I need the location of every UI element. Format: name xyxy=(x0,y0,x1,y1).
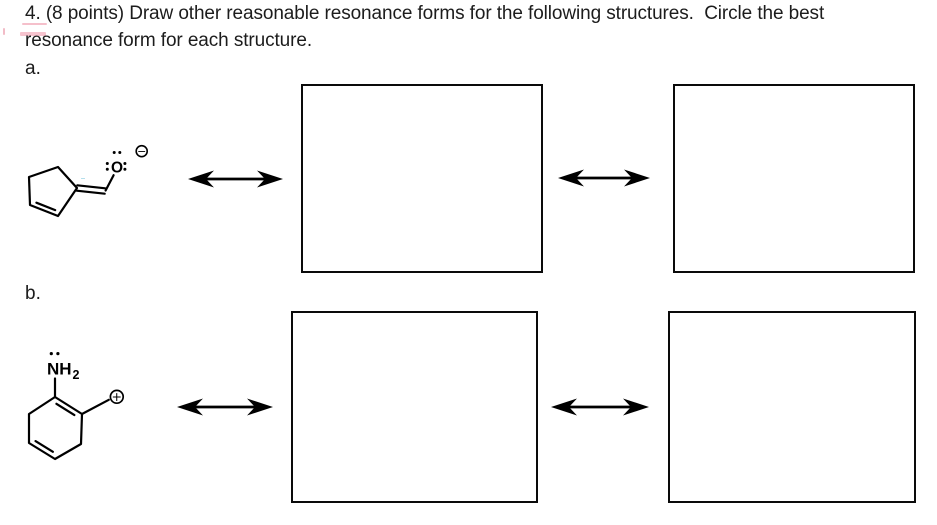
amine-group-label: NH xyxy=(47,360,72,379)
ring-a-double-bond-inner xyxy=(35,201,57,212)
amine-subscript-label: 2 xyxy=(73,368,80,382)
ring-b-hexagon xyxy=(27,395,84,461)
resonance-arrow-b-2 xyxy=(551,398,649,416)
answer-box-a-1[interactable] xyxy=(301,84,543,273)
minus-charge-label: − xyxy=(137,145,146,158)
resonance-arrow-a-1 xyxy=(188,170,283,188)
carbon-oxygen-bond xyxy=(104,174,115,192)
answer-box-b-1[interactable] xyxy=(291,311,538,503)
question-title: 4. (8 points) Draw other reasonable reso… xyxy=(25,0,824,54)
oxygen-lone-pair-dots xyxy=(105,151,127,171)
answer-box-a-2[interactable] xyxy=(673,84,915,273)
question-title-line2: resonance form for each structure. xyxy=(25,30,313,51)
ring-a-pentagon xyxy=(27,165,79,218)
resonance-arrow-b-1 xyxy=(177,398,273,416)
ring-b-double-bond1-inner xyxy=(55,402,76,417)
ring-b-double-bond2-inner xyxy=(34,440,54,453)
render-artifact xyxy=(81,177,85,179)
molecule-b-drawing: NH 2 + xyxy=(27,352,125,461)
proofing-edge-tick xyxy=(2,28,5,35)
minus-charge-icon: − xyxy=(135,145,148,158)
exocyclic-cation-bond xyxy=(80,398,110,416)
proofing-highlight-mark xyxy=(20,32,46,37)
resonance-arrow-a-2 xyxy=(558,169,650,187)
section-label-b: b. xyxy=(25,283,41,304)
exocyclic-double-bond-line2 xyxy=(75,189,106,195)
section-label-a: a. xyxy=(25,58,41,79)
question-title-line1: 4. (8 points) Draw other reasonable reso… xyxy=(25,3,825,24)
plus-charge-label: + xyxy=(112,389,122,404)
molecule-a-drawing: O − xyxy=(27,145,148,218)
plus-charge-icon: + xyxy=(109,389,125,404)
oxygen-atom-label: O xyxy=(111,160,123,177)
nitrogen-lone-pair-dots xyxy=(49,352,60,356)
answer-box-b-2[interactable] xyxy=(668,311,916,503)
exocyclic-double-bond-line1 xyxy=(76,184,107,190)
proofing-underline-mark xyxy=(22,22,47,26)
